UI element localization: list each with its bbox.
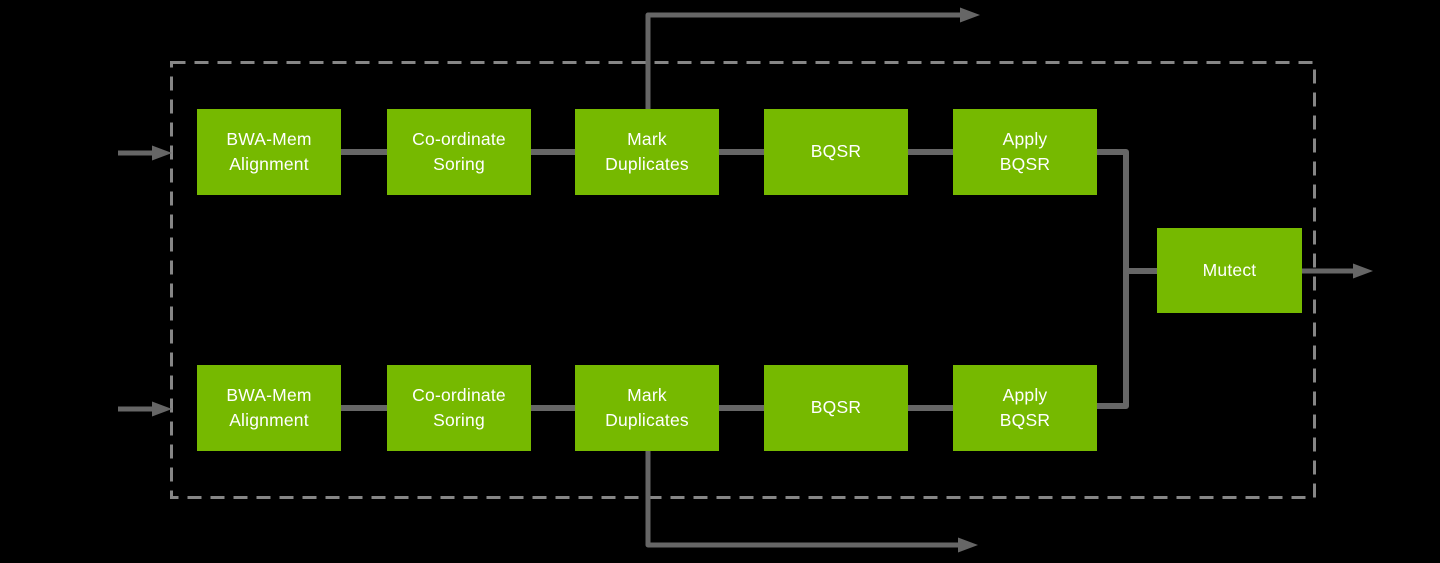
node-label: Co-ordinate Soring (412, 384, 506, 430)
input-arrow-bottom (118, 401, 172, 417)
node-label: BWA-Mem Alignment (226, 128, 312, 174)
node-apply-bqsr-bottom: Apply BQSR (953, 365, 1097, 451)
node-label: BWA-Mem Alignment (226, 384, 312, 430)
node-label: BQSR (810, 397, 862, 418)
node-label: Apply BQSR (999, 384, 1051, 430)
mark-duplicates-branch-arrow-bottom (645, 451, 978, 553)
dashed-pipeline-boundary (170, 61, 1316, 499)
node-apply-bqsr-top: Apply BQSR (953, 109, 1097, 195)
node-label: Apply BQSR (999, 128, 1051, 174)
input-arrow-top (118, 145, 172, 161)
node-label: BQSR (810, 141, 862, 162)
node-mark-duplicates-top: Mark Duplicates (575, 109, 719, 195)
node-coordinate-sorting-bottom: Co-ordinate Soring (387, 365, 531, 451)
node-bqsr-top: BQSR (764, 109, 908, 195)
mutect-output-arrow (1302, 263, 1373, 279)
node-label: Mark Duplicates (605, 128, 689, 174)
mark-duplicates-branch-arrow-top (645, 7, 980, 109)
node-label: Co-ordinate Soring (412, 128, 506, 174)
node-bwa-mem-alignment-top: BWA-Mem Alignment (197, 109, 341, 195)
node-mutect: Mutect (1157, 228, 1302, 313)
node-bwa-mem-alignment-bottom: BWA-Mem Alignment (197, 365, 341, 451)
node-label: Mark Duplicates (605, 384, 689, 430)
node-label: Mutect (1202, 259, 1257, 280)
node-bqsr-bottom: BQSR (764, 365, 908, 451)
merge-connector (1097, 149, 1157, 409)
node-mark-duplicates-bottom: Mark Duplicates (575, 365, 719, 451)
node-coordinate-sorting-top: Co-ordinate Soring (387, 109, 531, 195)
